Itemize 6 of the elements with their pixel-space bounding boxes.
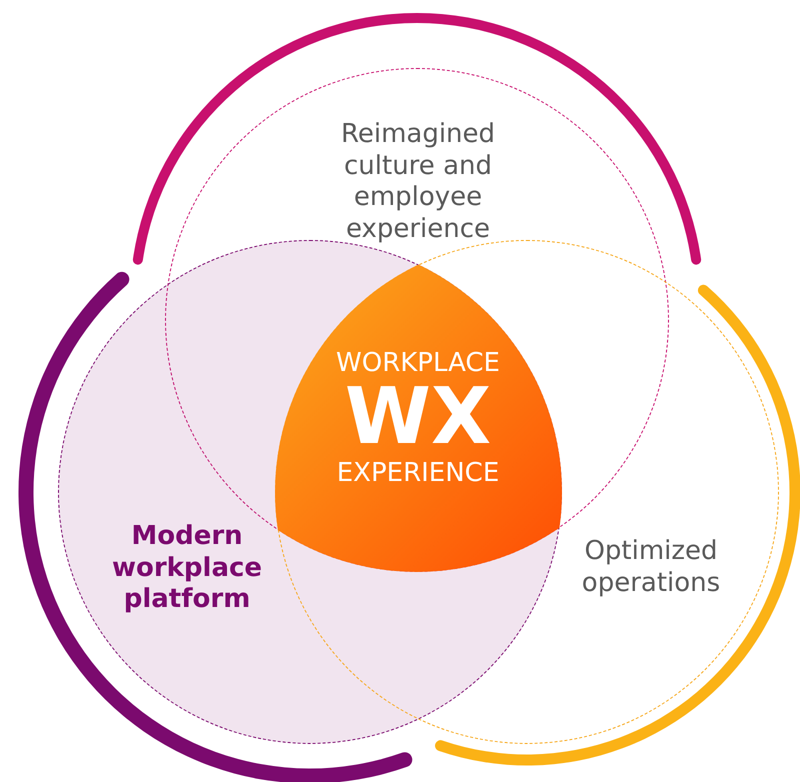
circle-label: Optimized operations <box>580 536 722 600</box>
circle-label: Modern workplace platform <box>110 521 264 616</box>
center-label: EXPERIENCE <box>336 460 500 486</box>
center-acronym: WX <box>344 378 492 456</box>
center-label: WORKPLACE <box>335 350 501 376</box>
circle-label: Reimagined culture and employee experience <box>340 119 496 246</box>
